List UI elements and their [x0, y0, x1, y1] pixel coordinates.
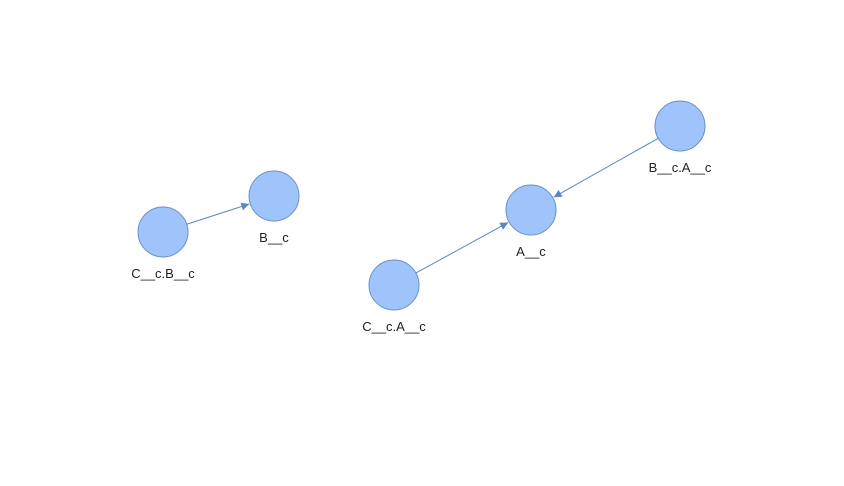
nodes-layer: C__c.B__c B__c B__c.A__c A__c C__c.A__c: [131, 100, 712, 334]
node-bcac-circle[interactable]: [654, 100, 706, 152]
node-bc[interactable]: B__c: [248, 170, 300, 245]
node-ccac[interactable]: C__c.A__c: [362, 259, 426, 334]
edge-bcac-to-ac[interactable]: [553, 137, 659, 198]
node-ccac-circle[interactable]: [368, 259, 420, 311]
node-bcac[interactable]: B__c.A__c: [649, 100, 712, 175]
node-bcac-label: B__c.A__c: [649, 160, 712, 175]
node-ccac-label: C__c.A__c: [362, 319, 426, 334]
node-ac-label: A__c: [516, 244, 546, 259]
edge-ccbc-to-bc[interactable]: [186, 202, 250, 225]
node-ccbc[interactable]: C__c.B__c: [131, 206, 195, 281]
node-ccbc-circle[interactable]: [137, 206, 189, 258]
edges-layer: [186, 137, 659, 274]
node-ccbc-label: C__c.B__c: [131, 266, 195, 281]
node-ac-circle[interactable]: [505, 184, 557, 236]
edge-ccac-to-ac[interactable]: [415, 222, 509, 274]
node-bc-circle[interactable]: [248, 170, 300, 222]
node-bc-label: B__c: [259, 230, 289, 245]
node-ac[interactable]: A__c: [505, 184, 557, 259]
